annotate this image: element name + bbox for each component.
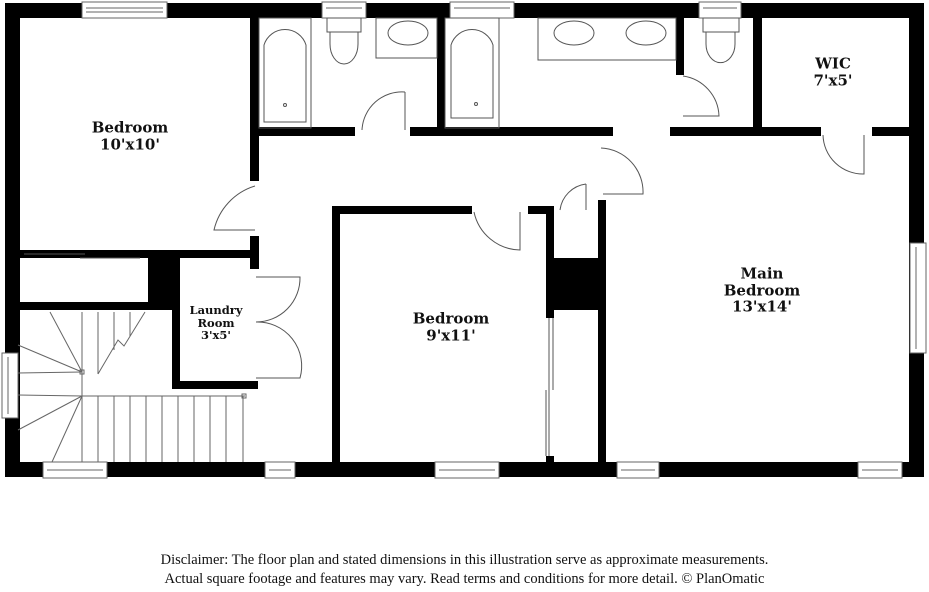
disclaimer: Disclaimer: The floor plan and stated di… xyxy=(0,551,929,589)
room-label-bedroom-2: Bedroom 9'x11' xyxy=(412,309,490,344)
room-name-line2: Bedroom xyxy=(723,280,801,299)
disclaimer-line-1: Disclaimer: The floor plan and stated di… xyxy=(160,552,769,568)
room-name: Bedroom xyxy=(412,309,490,328)
doors xyxy=(24,75,865,456)
room-dimensions: 13'x14' xyxy=(732,297,792,316)
room-name-line1: Laundry xyxy=(189,303,243,318)
room-label-bedroom-1: Bedroom 10'x10' xyxy=(91,118,169,153)
room-name-line1: Main xyxy=(740,264,784,283)
windows xyxy=(1,1,927,479)
room-dimensions: 7'x5' xyxy=(813,71,853,89)
room-name: Bedroom xyxy=(91,118,169,137)
room-dimensions: 10'x10' xyxy=(100,135,160,153)
staircase xyxy=(17,311,247,463)
room-label-wic: WIC 7'x5' xyxy=(813,54,853,89)
room-label-laundry: Laundry Room 3'x5' xyxy=(189,304,242,342)
room-name: WIC xyxy=(815,54,851,73)
room-dimensions: 9'x11' xyxy=(426,326,476,344)
walls xyxy=(5,3,924,477)
bathroom-fixtures xyxy=(258,17,740,129)
window-sills xyxy=(7,7,917,471)
room-dimensions: 3'x5' xyxy=(201,328,231,343)
disclaimer-line-2: Actual square footage and features may v… xyxy=(164,571,765,587)
room-label-main-bedroom: Main Bedroom 13'x14' xyxy=(724,265,801,315)
room-name-line2: Room xyxy=(197,315,235,330)
